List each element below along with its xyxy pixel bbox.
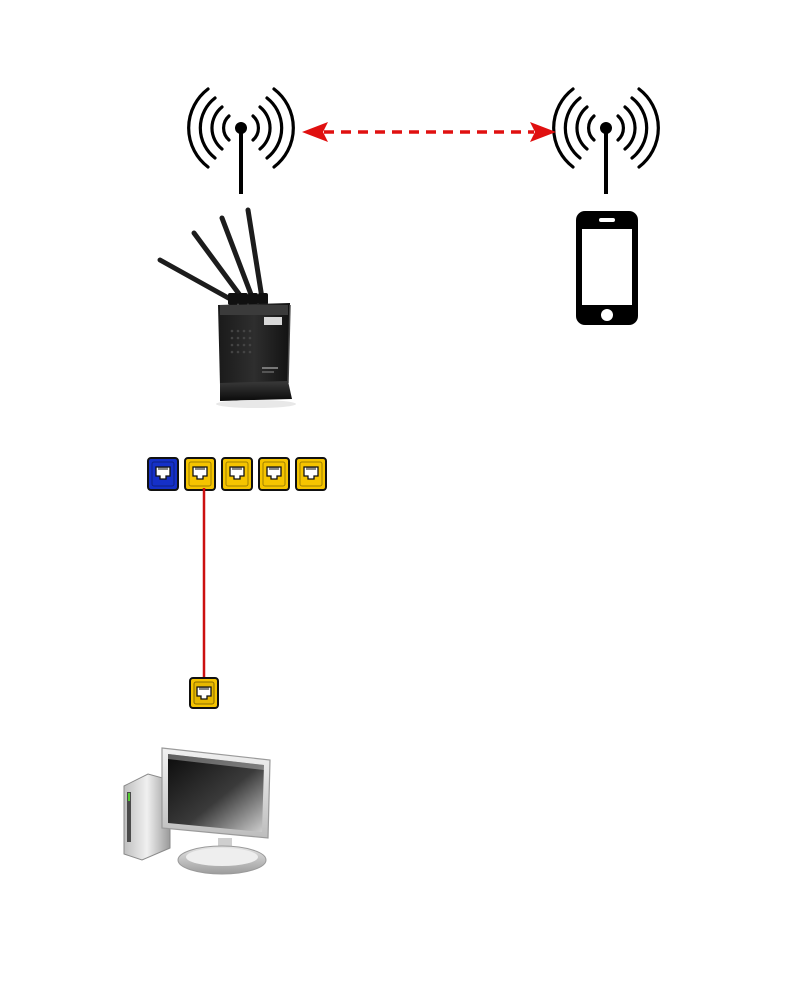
desktop-computer-icon [118,744,278,878]
lan-port-icon [184,457,216,491]
computer-lan-port-icon [189,677,219,709]
phone-wireless-signal-icon [552,87,660,196]
lan-port-icon [221,457,253,491]
lan-port-icon [295,457,327,491]
smartphone-icon [575,210,639,326]
wireless-router-icon [150,205,300,410]
wan-port-icon [147,457,179,491]
lan-port-icon [258,457,290,491]
wireless-link-arrow [298,118,560,146]
router-port-row [147,457,332,491]
ethernet-cable [202,488,206,680]
router-wireless-signal-icon [187,87,295,196]
